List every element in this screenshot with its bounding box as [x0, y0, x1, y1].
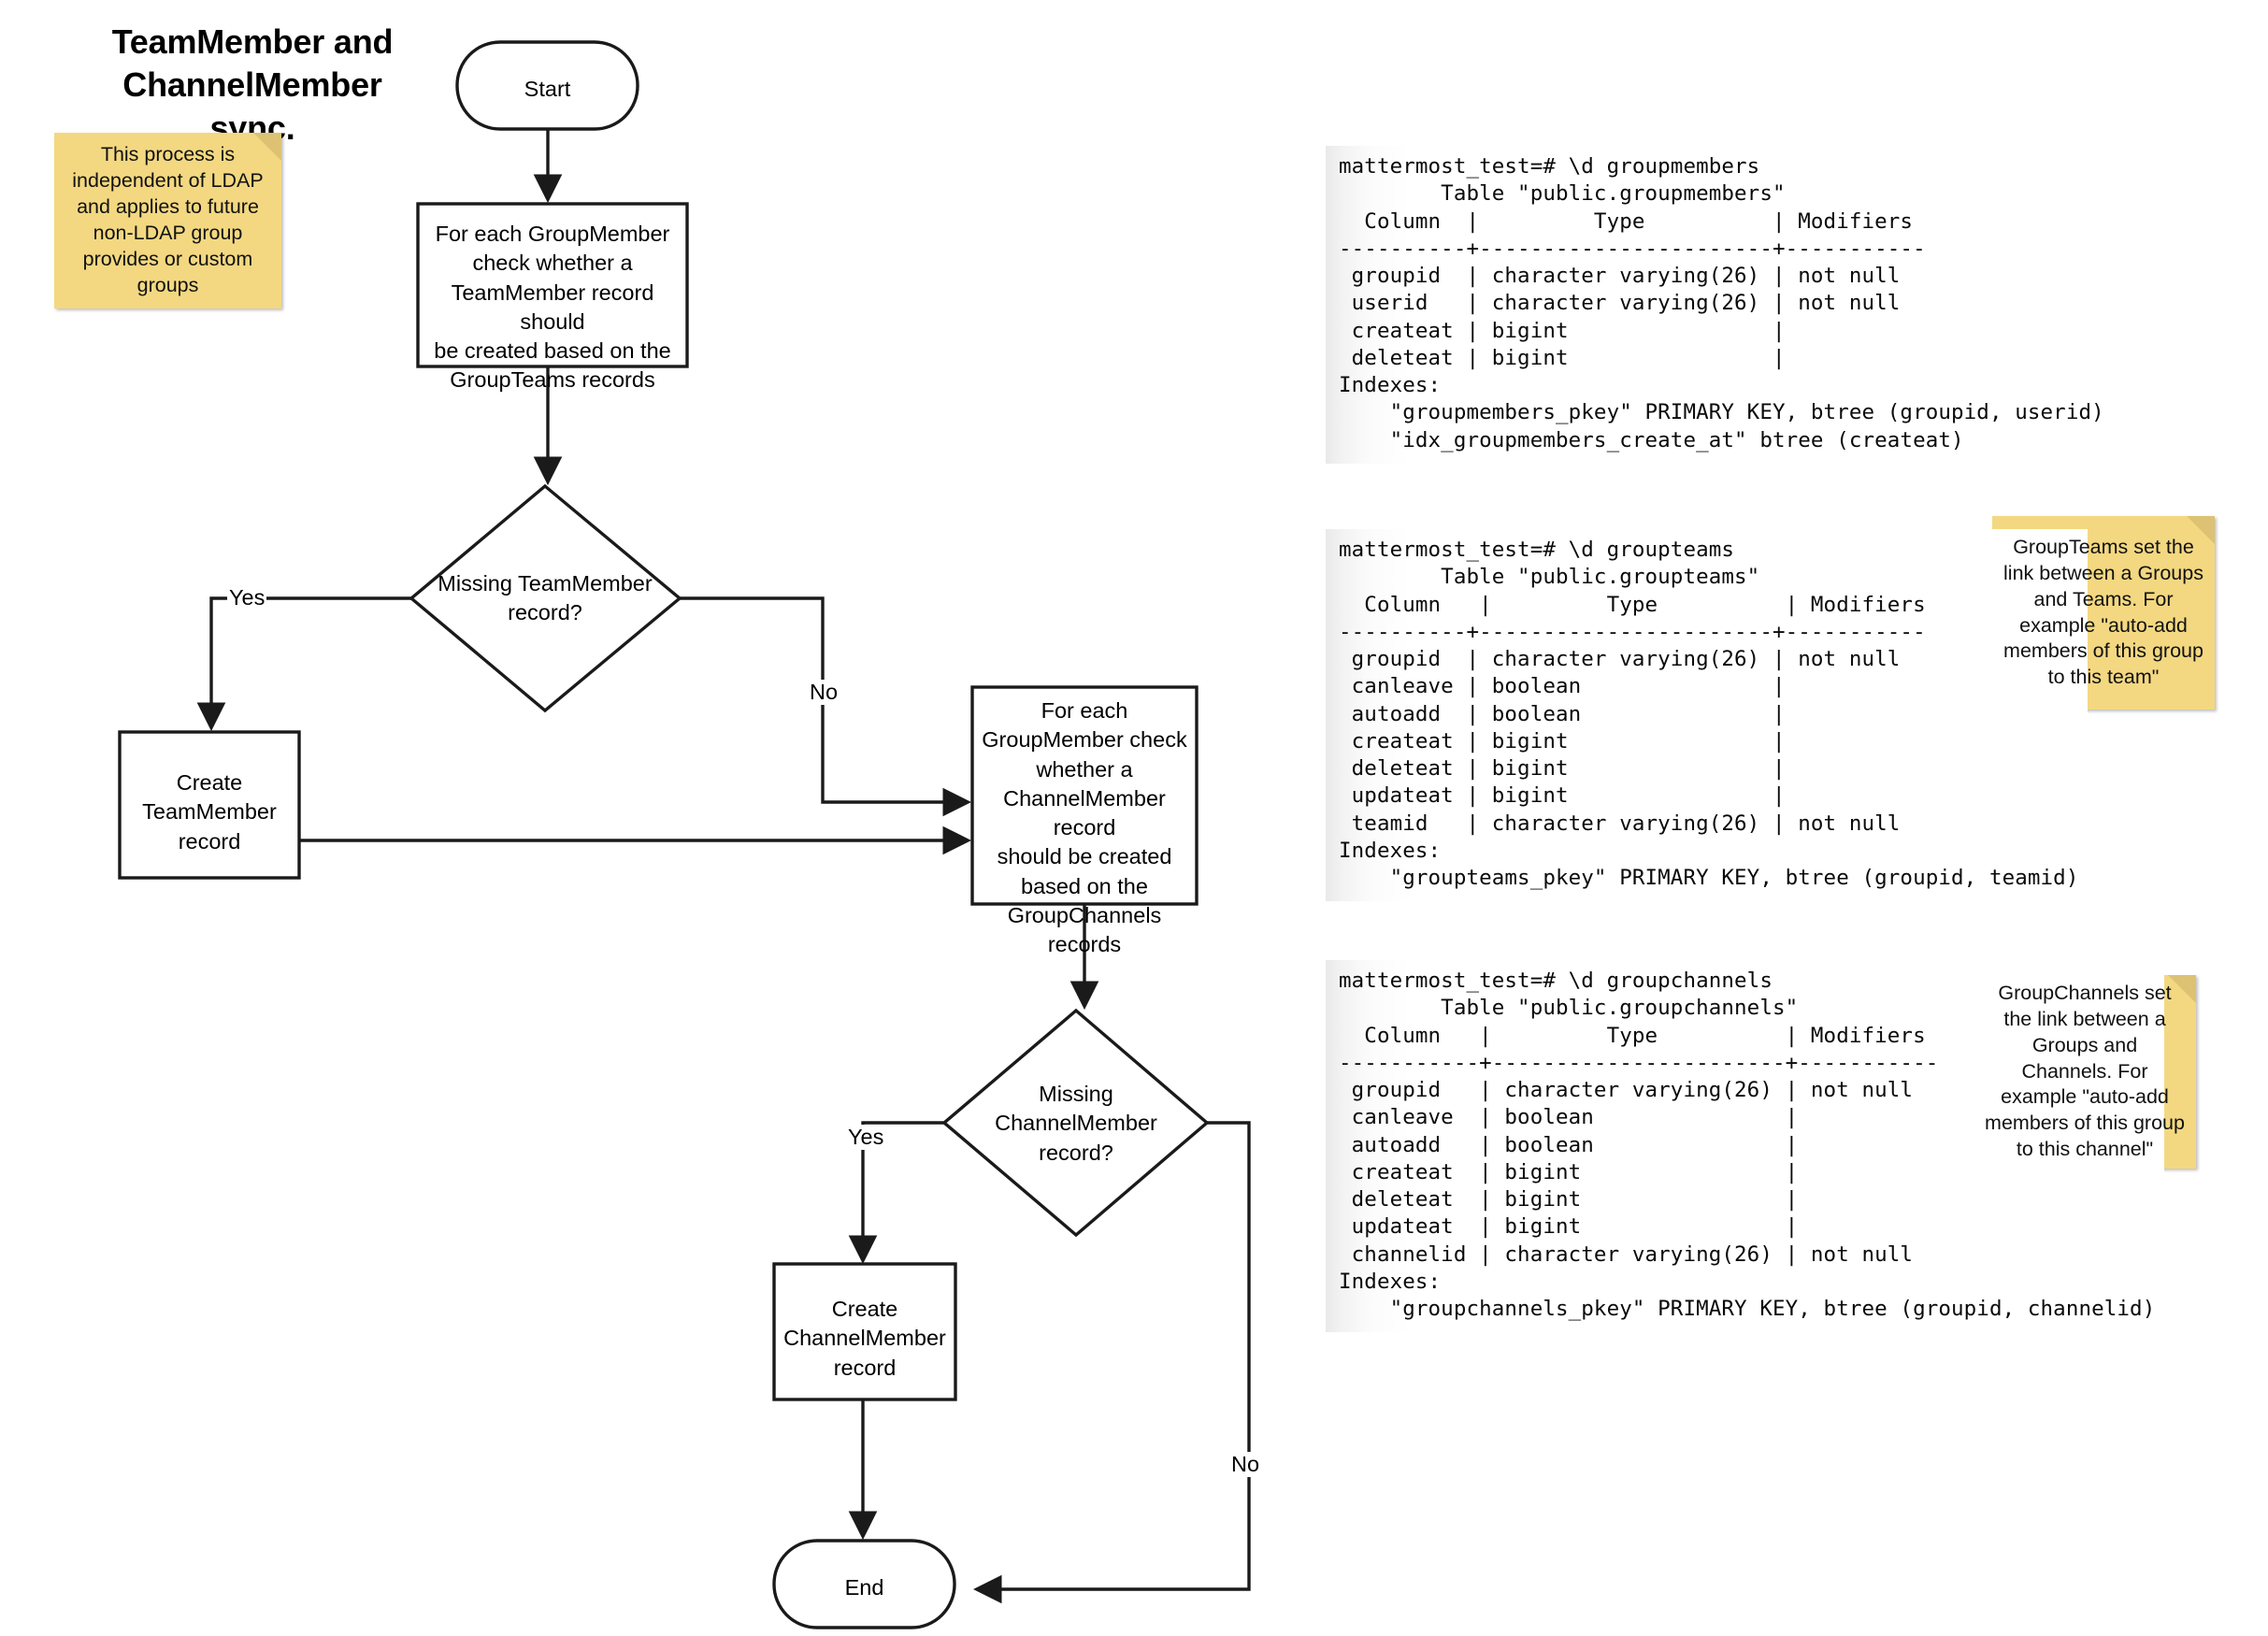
edge-label-teammember-no: No — [808, 680, 840, 705]
edge-decision-teammember-yes — [196, 596, 411, 732]
node-check-channelmember-shape — [970, 685, 1199, 906]
terminal-output-groupteams: mattermost_test=# \d groupteams Table "p… — [1326, 529, 2089, 902]
note-fold-corner-icon — [253, 133, 281, 161]
node-create-teammember-shape — [118, 730, 301, 880]
node-create-channelmember-shape — [772, 1262, 957, 1401]
sticky-note-ldap-text: This process is independent of LDAP and … — [72, 143, 264, 296]
node-decision-teammember-shape — [409, 483, 682, 713]
note-fold-corner-icon — [2187, 516, 2215, 544]
terminal-output-groupchannels: mattermost_test=# \d groupchannels Table… — [1326, 960, 2165, 1333]
terminal-output-groupmembers: mattermost_test=# \d groupmembers Table … — [1326, 146, 2114, 464]
edge-decision-channelmember-yes — [848, 1121, 944, 1265]
sticky-note-groupteams-text: GroupTeams set the link between a Groups… — [2003, 535, 2203, 689]
diagram-title: TeamMember and ChannelMember sync. — [111, 22, 394, 148]
edge-label-teammember-yes: Yes — [227, 585, 267, 610]
sticky-note-ldap: This process is independent of LDAP and … — [54, 133, 281, 309]
edge-decision-channelmember-no — [972, 1121, 1251, 1604]
node-end-shape — [772, 1539, 956, 1629]
note-fold-corner-icon — [2168, 975, 2196, 1003]
sticky-note-groupchannels: GroupChannels set the link between a Gro… — [1974, 975, 2196, 1169]
node-check-teammember-shape — [416, 202, 689, 368]
sticky-note-groupchannels-text: GroupChannels set the link between a Gro… — [1985, 981, 2185, 1161]
node-start-shape — [455, 40, 639, 131]
node-decision-channelmember-shape — [941, 1008, 1210, 1238]
edge-label-channelmember-yes: Yes — [846, 1125, 886, 1150]
sticky-note-groupteams: GroupTeams set the link between a Groups… — [1992, 516, 2215, 710]
edge-label-channelmember-no: No — [1229, 1452, 1262, 1477]
